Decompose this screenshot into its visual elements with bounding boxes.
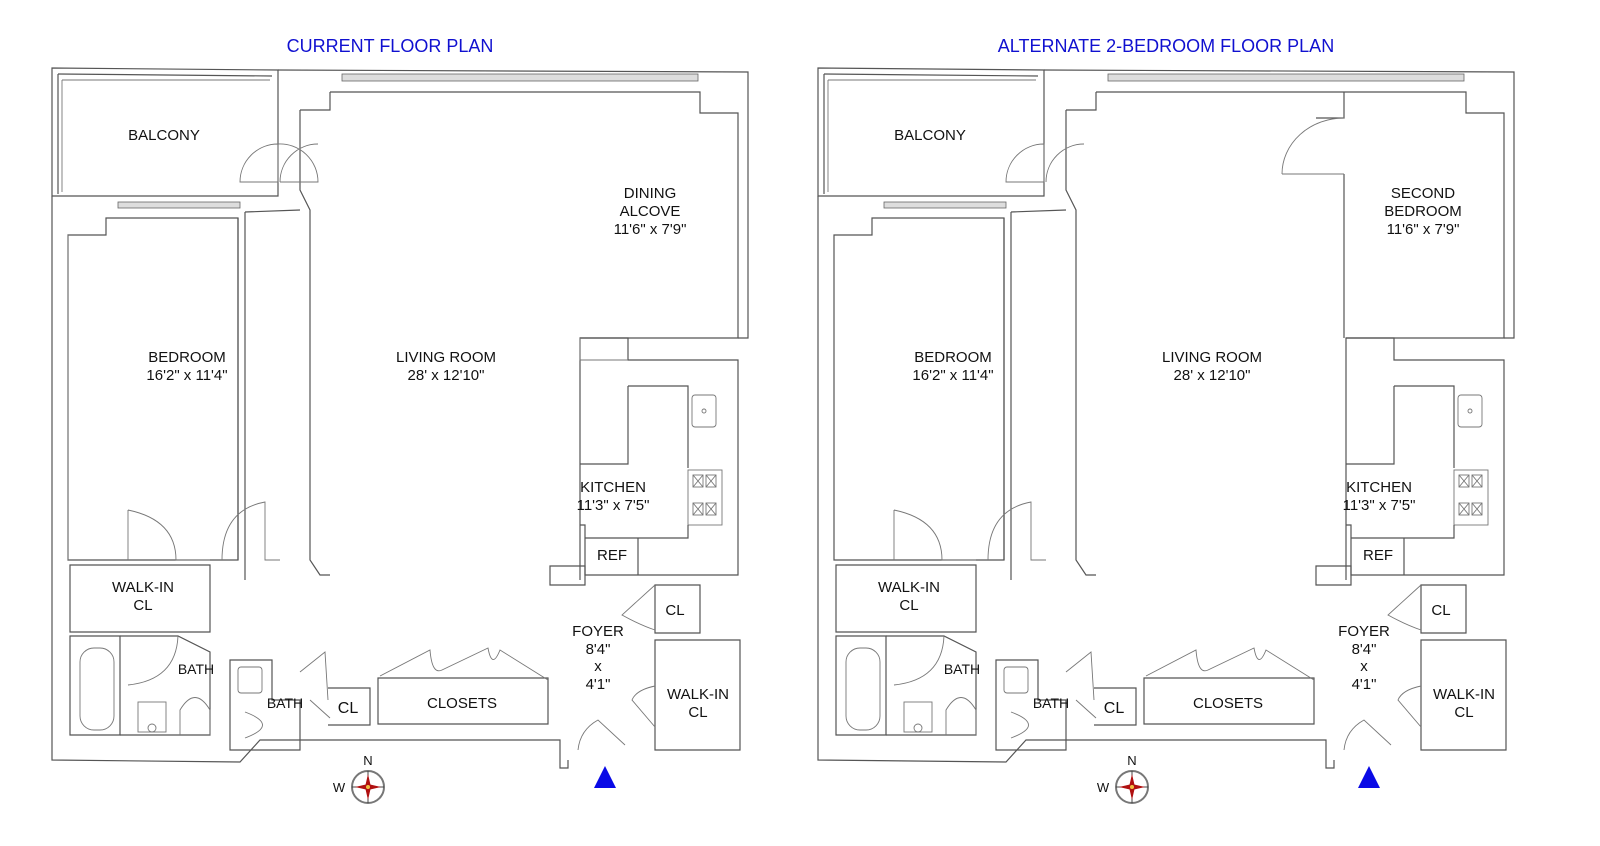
kitchen-label: KITCHEN <box>580 479 646 496</box>
entry-marker-icon <box>1358 766 1380 788</box>
bath-label: BATH <box>178 661 214 677</box>
foyer-height: 4'1" <box>586 676 611 693</box>
foyer-label: FOYER <box>572 623 624 640</box>
plan-title: CURRENT FLOOR PLAN <box>286 36 494 56</box>
closets-label: CLOSETS <box>427 695 497 712</box>
closet-label: CL <box>1104 700 1125 717</box>
bedroom-label: BEDROOM <box>914 349 992 366</box>
walkin-closet-label-line1: WALK-IN <box>667 686 729 703</box>
bath-label: BATH <box>267 695 303 711</box>
second-bedroom-label-line1: SECOND <box>1391 185 1455 202</box>
refrigerator-label: REF <box>597 547 627 564</box>
walkin-closet-label-line2: CL <box>688 704 707 721</box>
compass-west-label: W <box>1097 780 1110 795</box>
kitchen-label: KITCHEN <box>1346 479 1412 496</box>
living-room-label: LIVING ROOM <box>396 349 496 366</box>
dining-dimensions: 11'6" x 7'9" <box>614 221 687 238</box>
bedroom-dimensions: 16'2" x 11'4" <box>146 367 227 384</box>
bath-label: BATH <box>944 661 980 677</box>
kitchen-dimensions: 11'3" x 7'5" <box>577 497 650 514</box>
living-room-label: LIVING ROOM <box>1162 349 1262 366</box>
dining-label-line2: ALCOVE <box>620 203 681 220</box>
living-room-dimensions: 28' x 12'10" <box>1174 367 1251 384</box>
compass-north-label: N <box>363 753 372 768</box>
floor-plan-drawing: N W BALCONY DINING ALCOVE 11'6" x 7'9" B… <box>51 67 749 804</box>
compass-icon: N W <box>1097 753 1149 804</box>
walkin-closet-label-line1: WALK-IN <box>1433 686 1495 703</box>
bedroom-dimensions: 16'2" x 11'4" <box>912 367 993 384</box>
refrigerator-label: REF <box>1363 547 1393 564</box>
current-floor-plan: CURRENT FLOOR PLAN <box>51 36 749 804</box>
balcony-label: BALCONY <box>128 127 200 144</box>
second-bedroom-label-line2: BEDROOM <box>1384 203 1462 220</box>
bedroom-label: BEDROOM <box>148 349 226 366</box>
walkin-closet-label-line2: CL <box>899 597 918 614</box>
foyer-width: 8'4" <box>586 641 611 658</box>
living-room-dimensions: 28' x 12'10" <box>408 367 485 384</box>
foyer-x: x <box>594 658 602 675</box>
dining-label-line1: DINING <box>624 185 677 202</box>
entry-marker-icon <box>594 766 616 788</box>
alternate-2-bedroom-floor-plan: ALTERNATE 2-BEDROOM FLOOR PLAN <box>766 0 1566 846</box>
walkin-closet-label-line2: CL <box>1454 704 1473 721</box>
balcony-label: BALCONY <box>894 127 966 144</box>
closets-label: CLOSETS <box>1193 695 1263 712</box>
foyer-label: FOYER <box>1338 623 1390 640</box>
second-bedroom-dimensions: 11'6" x 7'9" <box>1387 221 1460 238</box>
compass-icon: N W <box>333 753 385 804</box>
foyer-closet-label: CL <box>665 602 684 619</box>
plan-title: ALTERNATE 2-BEDROOM FLOOR PLAN <box>997 36 1335 56</box>
walkin-closet-label-line1: WALK-IN <box>112 579 174 596</box>
floor-plan-drawing: N W BALCONY SECOND BEDROOM 11'6" x 7'9" … <box>817 67 1515 804</box>
compass-west-label: W <box>333 780 346 795</box>
closet-label: CL <box>338 700 359 717</box>
bath-label: BATH <box>1033 695 1069 711</box>
compass-north-label: N <box>1127 753 1136 768</box>
foyer-width: 8'4" <box>1352 641 1377 658</box>
walkin-closet-label-line1: WALK-IN <box>878 579 940 596</box>
foyer-height: 4'1" <box>1352 676 1377 693</box>
kitchen-dimensions: 11'3" x 7'5" <box>1343 497 1416 514</box>
walkin-closet-label-line2: CL <box>133 597 152 614</box>
foyer-closet-label: CL <box>1431 602 1450 619</box>
foyer-x: x <box>1360 658 1368 675</box>
